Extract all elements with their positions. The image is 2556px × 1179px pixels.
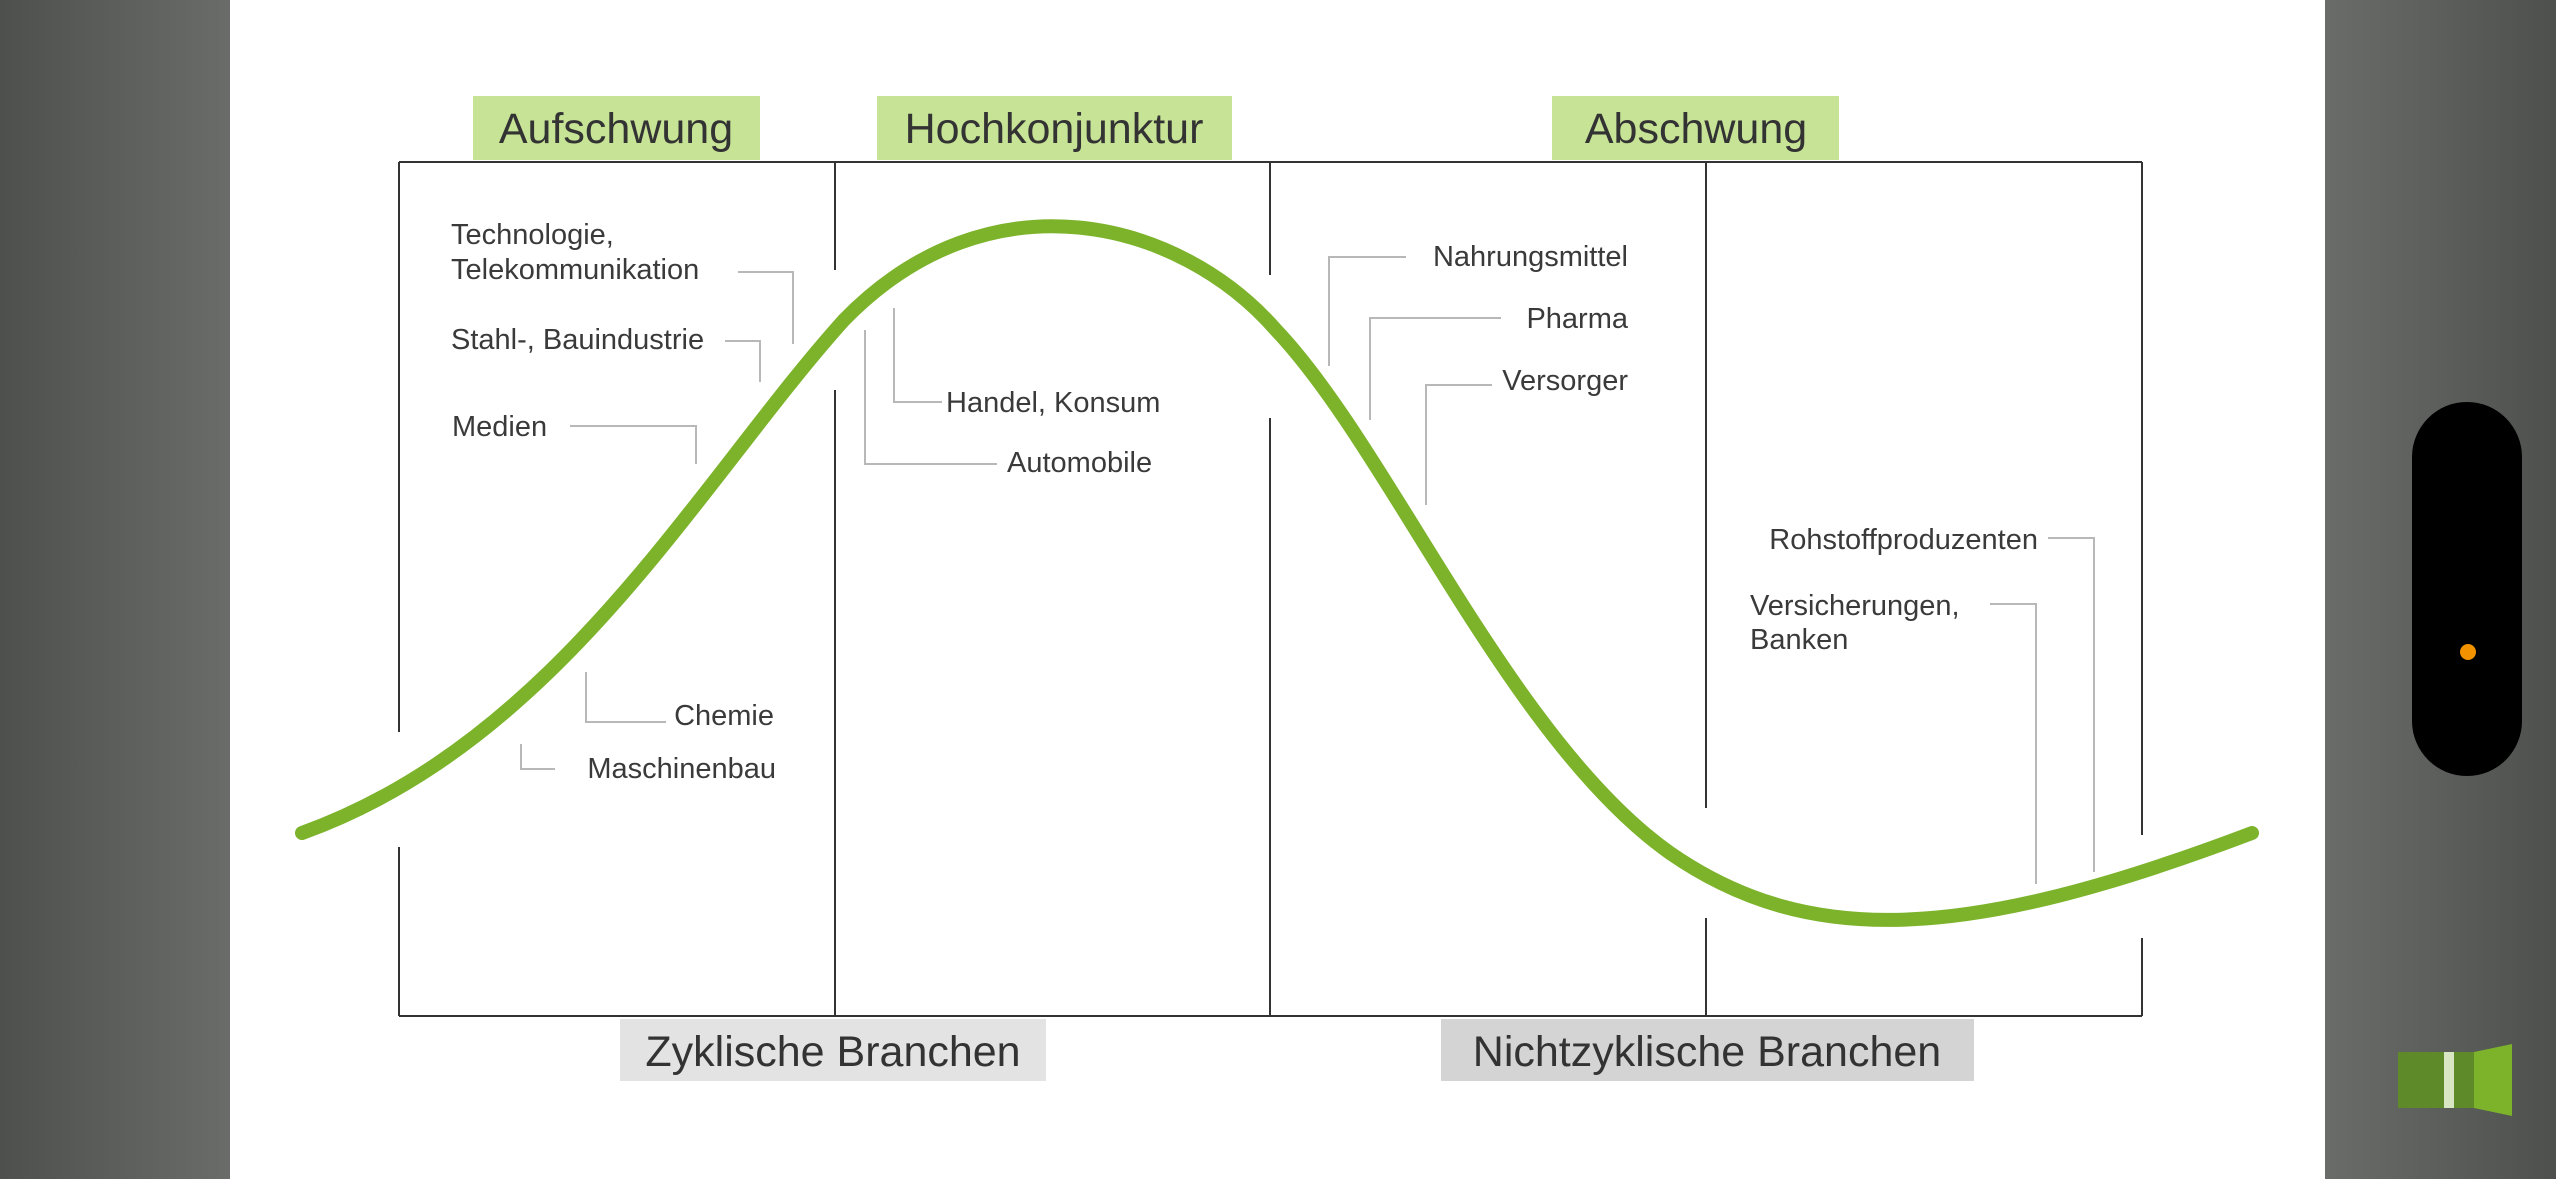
- branch-label-nahrungsmittel: Nahrungsmittel: [1433, 241, 1628, 273]
- slide-canvas: Aufschwung Hochkonjunktur Abschwung: [230, 0, 2325, 1179]
- pill-slider-icon[interactable]: [2412, 402, 2522, 776]
- branch-label-technologie: Technologie,: [451, 219, 614, 251]
- group-highlight-zyklisch: [620, 1019, 1046, 1081]
- branch-label-versicherungen: Versicherungen,: [1750, 590, 1960, 622]
- phase-highlight-hochkonjunktur: [877, 96, 1232, 160]
- left-margin: [0, 0, 230, 1179]
- branch-label-banken: Banken: [1750, 624, 1848, 656]
- phase-label-aufschwung: Aufschwung: [499, 105, 733, 153]
- branch-label-chemie: Chemie: [674, 700, 774, 732]
- phase-frame: [398, 161, 2143, 1017]
- branch-label-pharma: Pharma: [1526, 303, 1628, 335]
- branch-label-rohstoff: Rohstoffproduzenten: [1769, 524, 2038, 556]
- branch-label-handel: Handel, Konsum: [946, 387, 1160, 419]
- group-highlight-nichtzyklisch: [1441, 1019, 1974, 1081]
- business-cycle-diagram: Aufschwung Hochkonjunktur Abschwung: [295, 96, 2259, 1081]
- label-connectors: [520, 256, 2095, 884]
- business-cycle-curve: [295, 219, 2259, 927]
- phase-label-abschwung: Abschwung: [1585, 105, 1807, 153]
- branch-label-telekommunikation: Telekommunikation: [451, 254, 699, 286]
- branch-label-versorger: Versorger: [1502, 365, 1628, 397]
- branch-label-medien: Medien: [452, 411, 547, 443]
- branch-label-stahl: Stahl-, Bauindustrie: [451, 324, 704, 356]
- logo-icon: [2398, 1044, 2512, 1116]
- group-label-zyklisch: Zyklische Branchen: [645, 1028, 1020, 1076]
- branch-label-automobile: Automobile: [1007, 447, 1152, 479]
- phase-highlight-abschwung: [1552, 96, 1839, 160]
- phase-label-hochkonjunktur: Hochkonjunktur: [905, 105, 1204, 153]
- branch-label-maschinenbau: Maschinenbau: [587, 753, 776, 785]
- phase-highlight-aufschwung: [473, 96, 760, 160]
- pill-indicator-dot: [2460, 644, 2476, 660]
- group-label-nichtzyklisch: Nichtzyklische Branchen: [1473, 1028, 1941, 1076]
